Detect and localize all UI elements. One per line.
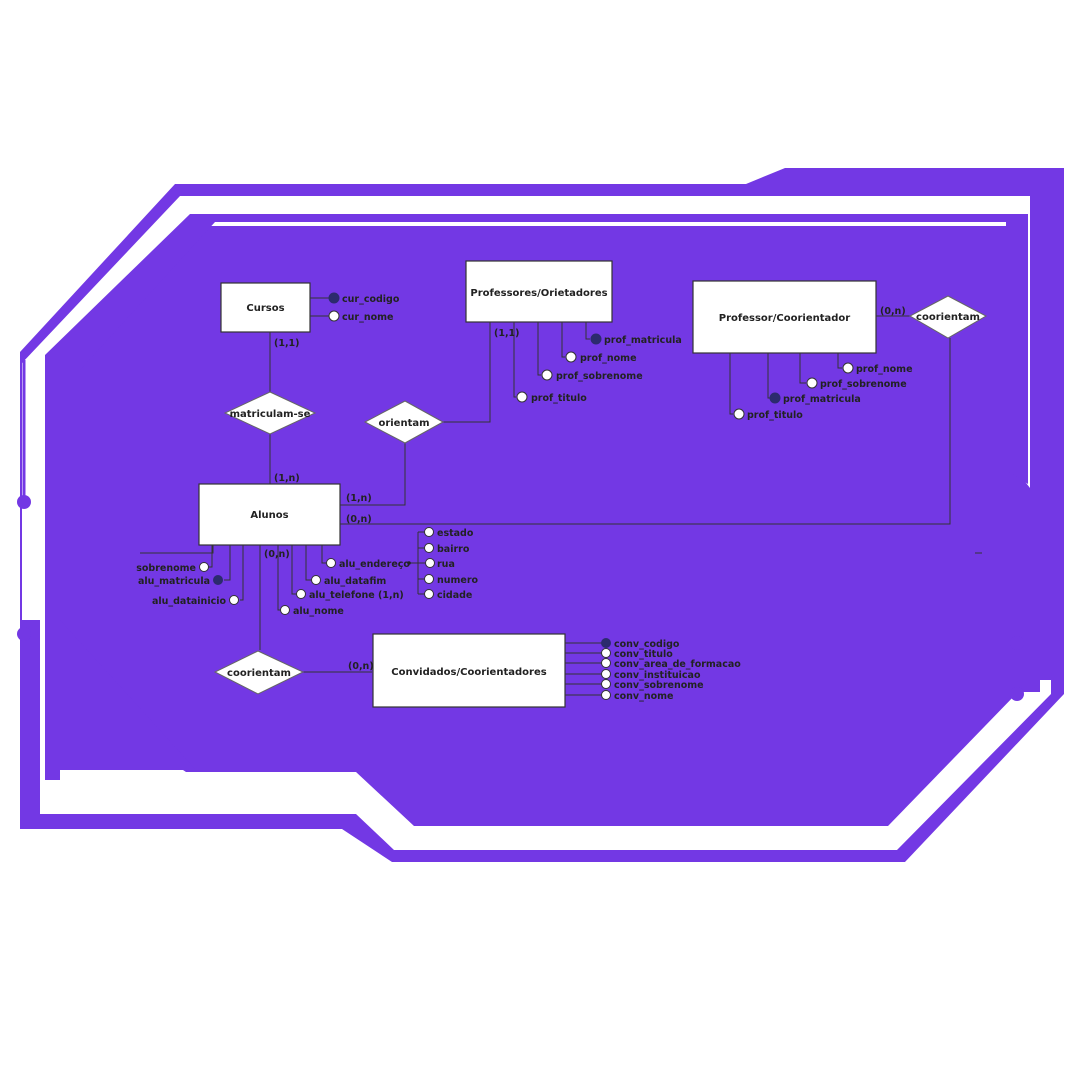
attribute-label: prof_titulo [531,393,587,404]
entity-cursos: Cursos [220,282,311,333]
attribute-marker [296,589,306,599]
attributes-professores: prof_matricula prof_nome prof_sobrenome … [516,333,682,404]
attribute-label: alu_endereço [339,559,410,570]
attribute-label: prof_sobrenome [556,371,643,382]
attribute-label: conv_area_de_formacao [614,659,741,670]
attribute-label: prof_nome [856,364,913,375]
attribute-label: prof_matricula [783,394,861,405]
cardinality-label: (0,n) [346,514,372,525]
attribute-marker [424,543,434,553]
entity-label: Cursos [246,303,284,314]
attribute-marker [733,408,745,420]
attribute-marker [601,669,611,679]
attribute-marker [328,310,340,322]
entity-label: Alunos [250,510,288,521]
attribute-marker [842,362,854,374]
cardinalities: (1,1) (1,n) (1,1) (1,n) (0,n) (0,n) (0,n… [264,306,906,672]
attribute-label: conv_titulo [614,649,673,660]
attribute-marker [601,679,611,689]
relationship-coorientam-top: coorientam [908,295,988,339]
key-attribute-marker [769,392,781,404]
attribute-label: conv_instituicao [614,670,701,681]
cardinality-label: (1,1) [274,338,300,349]
attribute-label: bairro [437,544,470,555]
relationship-label: matriculam-se [230,409,311,420]
frame-node [1010,636,1024,650]
attribute-label: numero [437,575,479,586]
attributes-endereco: estado bairro rua numero cidade [424,527,479,601]
entity-alunos: Alunos [198,483,341,546]
attribute-label: estado [437,528,474,539]
attribute-label: prof_nome [580,353,637,364]
key-attribute-marker [213,575,223,585]
attribute-marker [601,648,611,658]
attribute-marker [311,575,321,585]
attribute-label: alu_datafim [324,576,386,587]
cardinality-label: (1,1) [494,328,520,339]
attribute-label: sobrenome [136,563,196,574]
entity-professor-coorientador: Professor/Coorientador [692,280,877,354]
attribute-marker [424,574,434,584]
key-attribute-marker [328,292,340,304]
attribute-marker [424,589,434,599]
attribute-label: cidade [437,590,472,601]
relationship-label: coorientam [227,668,291,679]
attribute-label: prof_matricula [604,335,682,346]
attribute-label: alu_datainicio [152,596,227,607]
attributes-professor-coorientador: prof_nome prof_sobrenome prof_matricula … [733,362,913,421]
cardinality-label: (1,n) [274,473,300,484]
attribute-marker [424,527,434,537]
attribute-marker [601,658,611,668]
attribute-label: conv_nome [614,691,674,702]
key-attribute-marker [601,638,611,648]
entity-label: Convidados/Coorientadores [391,667,546,678]
attribute-marker [280,605,290,615]
attributes-convidados: conv_codigo conv_titulo conv_area_de_for… [601,638,741,702]
attributes-alunos: sobrenome alu_matricula alu_datainicio a… [136,558,411,617]
attribute-marker [326,558,336,568]
frame-inner-band [45,214,1028,780]
frame-node [1010,687,1024,701]
attribute-marker [565,351,577,363]
composite-junction-dot [407,561,411,565]
attribute-label: conv_sobrenome [614,680,704,691]
attribute-label: rua [437,559,455,570]
attributes-cursos: cur_codigo cur_nome [328,292,400,323]
entity-professores-orientadores: Professores/Orietadores [465,260,613,323]
attribute-marker [541,369,553,381]
attribute-marker [806,377,818,389]
attribute-marker [601,690,611,700]
attribute-marker [199,562,209,572]
relationship-coorientam-bottom: coorientam [213,650,305,695]
attribute-label: alu_matricula [138,576,210,587]
attribute-label: conv_codigo [614,639,680,650]
relationship-label: orientam [378,418,429,429]
attribute-marker [229,595,239,605]
cardinality-label: (1,n) [346,493,372,504]
relationship-label: coorientam [916,312,980,323]
key-attribute-marker [590,333,602,345]
cardinality-label: (0,n) [880,306,906,317]
attribute-label: alu_nome [293,606,344,617]
attribute-label: prof_titulo [747,410,803,421]
attribute-label: prof_sobrenome [820,379,907,390]
cardinality-label: (0,n) [348,661,374,672]
attribute-marker [425,558,435,568]
frame-node [17,495,31,509]
relationship-matriculam-se: matriculam-se [223,391,317,435]
entity-label: Professores/Orietadores [470,288,607,299]
attribute-marker [516,391,528,403]
attribute-label: cur_codigo [342,294,400,305]
entity-convidados-coorientadores: Convidados/Coorientadores [372,633,566,708]
frame-node [17,627,31,641]
cardinality-label: (0,n) [264,549,290,560]
relationship-orientam: orientam [363,400,445,444]
entity-label: Professor/Coorientador [719,313,851,324]
attribute-label: alu_telefone (1,n) [309,590,404,601]
attribute-label: cur_nome [342,312,393,323]
